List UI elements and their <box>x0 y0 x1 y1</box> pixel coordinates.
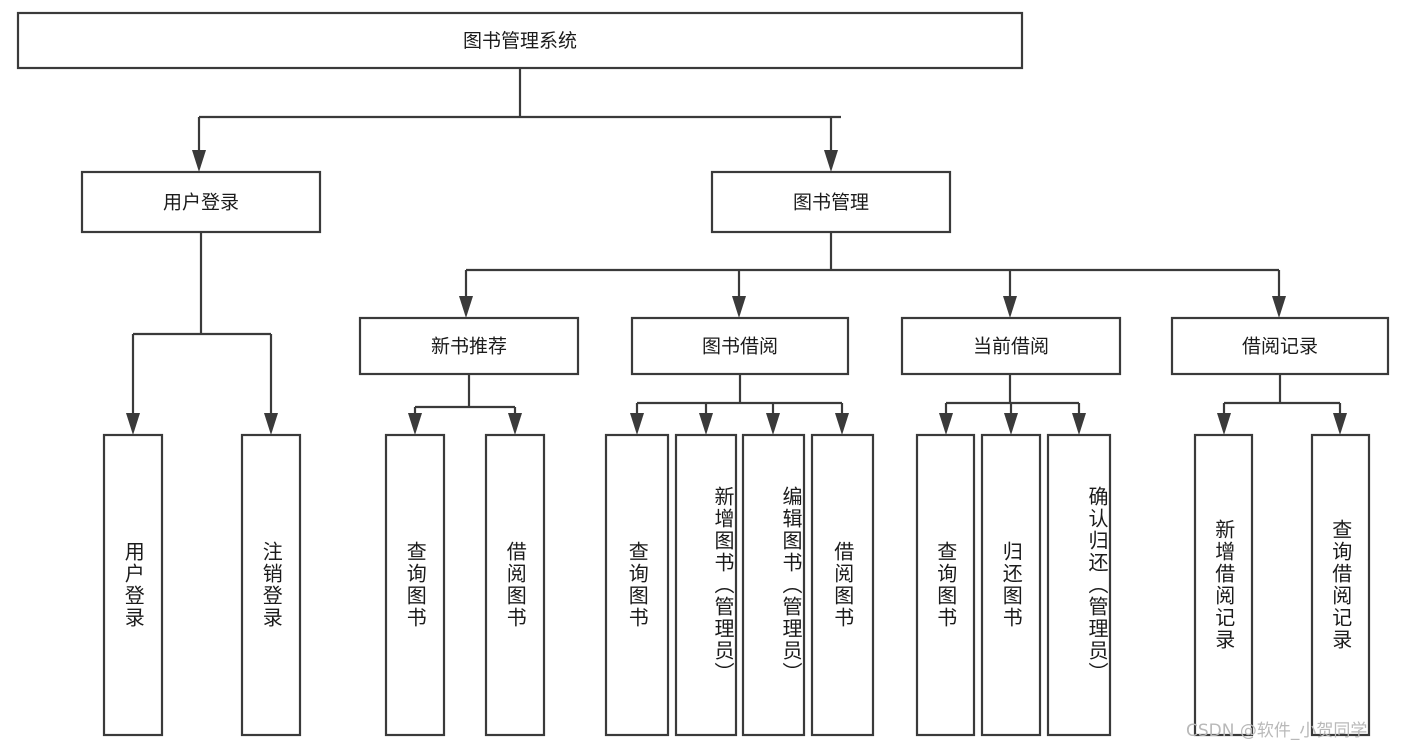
node-box-root[interactable] <box>16 11 1024 70</box>
leaf-box-leaf-query-borrow-record[interactable] <box>1310 433 1371 737</box>
node-box-borrow-record[interactable] <box>1170 316 1390 376</box>
arrow-borrow-record-icon <box>1272 296 1286 318</box>
connector-current-to-leaves <box>944 374 1081 415</box>
node-label-root: 图书管理系统 <box>463 30 577 52</box>
arrow-book-management-icon <box>824 150 838 172</box>
leaf-box-leaf-confirm-return-admin[interactable] <box>1046 433 1112 737</box>
arrow-user-login-icon <box>192 150 206 172</box>
arrow-leaf-borrow-book-icon <box>835 413 849 435</box>
arrow-new-book-recommend-icon <box>459 296 473 318</box>
connector-borrow-to-leaves <box>635 374 844 415</box>
arrow-leaf-borrow-book-recommend-icon <box>508 413 522 435</box>
connector-record-to-leaves <box>1222 374 1342 415</box>
leaf-box-leaf-edit-book-admin[interactable] <box>741 433 806 737</box>
arrow-current-borrow-icon <box>1003 296 1017 318</box>
leaf-box-leaf-query-book-current[interactable] <box>915 433 976 737</box>
leaf-box-leaf-return-book[interactable] <box>980 433 1042 737</box>
arrow-leaf-add-borrow-record-icon <box>1217 413 1231 435</box>
arrow-leaf-add-book-admin-icon <box>699 413 713 435</box>
leaf-box-leaf-query-book-recommend[interactable] <box>384 433 446 737</box>
arrow-leaf-user-login-icon <box>126 413 140 435</box>
node-box-user-login[interactable] <box>80 170 322 234</box>
node-label-user-login: 用户登录 <box>163 192 239 214</box>
leaf-box-leaf-add-book-admin[interactable] <box>674 433 738 737</box>
node-box-book-management[interactable] <box>710 170 952 234</box>
arrow-leaf-query-book-current-icon <box>939 413 953 435</box>
arrow-book-borrow-icon <box>732 296 746 318</box>
node-label-current-borrow: 当前借阅 <box>973 336 1049 358</box>
arrow-leaf-logout-icon <box>264 413 278 435</box>
node-box-book-borrow[interactable] <box>630 316 850 376</box>
connector-bookmgmt-to-level2 <box>464 232 1281 298</box>
arrowheads-layer <box>126 150 1347 435</box>
node-label-book-management: 图书管理 <box>793 192 869 214</box>
arrow-leaf-confirm-return-admin-icon <box>1072 413 1086 435</box>
arrow-leaf-query-book-recommend-icon <box>408 413 422 435</box>
connector-root-to-level1 <box>197 68 841 152</box>
leaf-box-leaf-user-login[interactable] <box>102 433 164 737</box>
leaf-box-leaf-borrow-book[interactable] <box>810 433 875 737</box>
node-box-current-borrow[interactable] <box>900 316 1122 376</box>
connector-recommend-to-leaves <box>413 374 517 415</box>
arrow-leaf-query-borrow-record-icon <box>1333 413 1347 435</box>
connector-user-login-to-leaves <box>131 232 273 415</box>
node-box-new-book-recommend[interactable] <box>358 316 580 376</box>
leaf-box-leaf-borrow-book-recommend[interactable] <box>484 433 546 737</box>
node-label-new-book-recommend: 新书推荐 <box>431 336 507 358</box>
arrow-leaf-return-book-icon <box>1004 413 1018 435</box>
leaf-box-leaf-query-book-borrow[interactable] <box>604 433 670 737</box>
leaf-box-leaf-add-borrow-record[interactable] <box>1193 433 1254 737</box>
node-label-borrow-record: 借阅记录 <box>1242 336 1318 358</box>
arrow-leaf-edit-book-admin-icon <box>766 413 780 435</box>
arrow-leaf-query-book-borrow-icon <box>630 413 644 435</box>
node-label-book-borrow: 图书借阅 <box>702 336 778 358</box>
leaf-box-leaf-logout[interactable] <box>240 433 302 737</box>
connectors-layer <box>131 68 1342 415</box>
